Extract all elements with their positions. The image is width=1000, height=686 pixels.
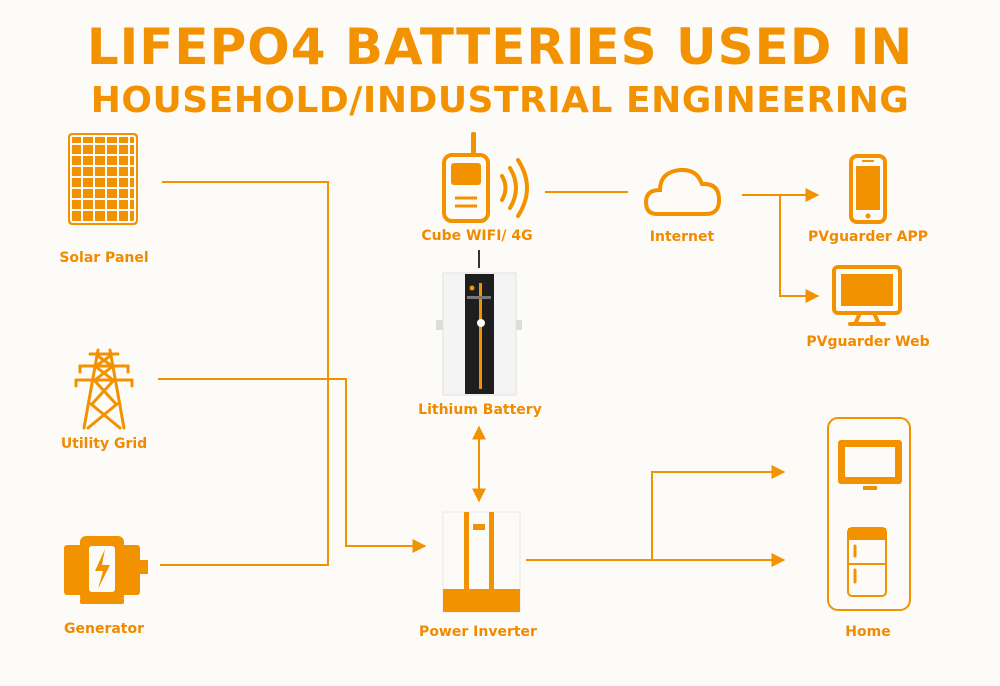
pvguarder-app-label: PVguarder APP bbox=[807, 229, 929, 245]
phone-icon bbox=[849, 154, 887, 224]
pvguarder-web-label: PVguarder Web bbox=[806, 334, 930, 350]
power-inverter-label: Power Inverter bbox=[419, 624, 537, 640]
connection-lines bbox=[158, 181, 820, 567]
lithium-battery-icon bbox=[436, 272, 522, 396]
solar-to-bus-line bbox=[160, 181, 329, 566]
internet-label: Internet bbox=[649, 229, 715, 245]
utility-grid-label: Utility Grid bbox=[60, 436, 148, 452]
home-label: Home bbox=[845, 624, 891, 640]
power-inverter-icon bbox=[442, 511, 521, 613]
grid-to-inverter-line bbox=[158, 378, 427, 553]
lithium-battery-label: Lithium Battery bbox=[418, 402, 542, 418]
solar-panel-label: Solar Panel bbox=[59, 250, 149, 266]
cloud-icon bbox=[643, 167, 722, 216]
inverter-to-home-upper-line bbox=[651, 465, 786, 560]
generator-label: Generator bbox=[63, 621, 145, 637]
generator-icon bbox=[64, 536, 148, 604]
wifi-device-icon bbox=[442, 132, 490, 223]
solar-panel-icon bbox=[68, 133, 138, 225]
branch-to-web-line bbox=[779, 195, 820, 303]
title-line-2: HOUSEHOLD/INDUSTRIAL ENGINEERING bbox=[90, 80, 910, 121]
signal-waves-icon bbox=[500, 158, 529, 218]
utility-grid-icon bbox=[74, 348, 134, 430]
title-line-1: LIFEPO4 BATTERIES USED IN bbox=[86, 18, 914, 76]
cube-wifi-label: Cube WIFI/ 4G bbox=[421, 228, 533, 244]
home-icon bbox=[827, 417, 911, 611]
monitor-icon bbox=[832, 265, 902, 326]
